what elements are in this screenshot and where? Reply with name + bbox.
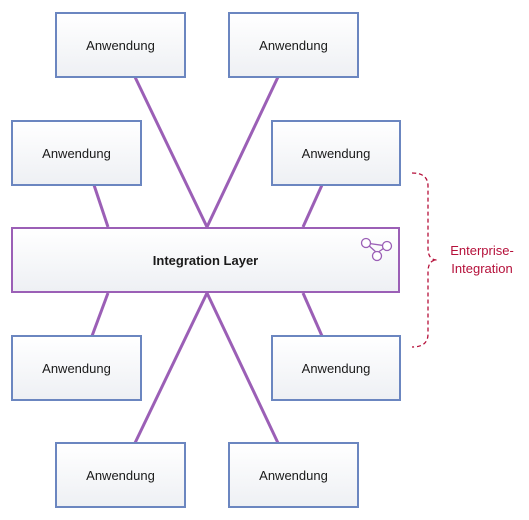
- connector-line: [133, 292, 209, 444]
- enterprise-integration-bracket: [411, 172, 438, 348]
- application-label: Anwendung: [86, 467, 155, 483]
- enterprise-integration-label-line2: Integration: [451, 261, 513, 276]
- application-box: Anwendung: [271, 120, 401, 186]
- application-label: Anwendung: [86, 37, 155, 53]
- integration-layer-label: Integration Layer: [152, 252, 259, 268]
- network-nodes-icon: [360, 237, 393, 262]
- application-box: Anwendung: [11, 120, 142, 186]
- connector-line: [301, 184, 324, 228]
- enterprise-integration-label-line1: Enterprise-: [450, 243, 514, 258]
- application-box: Anwendung: [271, 335, 401, 401]
- application-label: Anwendung: [301, 360, 371, 376]
- connector-line: [301, 292, 324, 337]
- application-box: Anwendung: [228, 12, 359, 78]
- integration-layer-box: Integration Layer: [11, 227, 400, 293]
- application-box: Anwendung: [55, 442, 186, 508]
- connector-line: [133, 76, 209, 228]
- application-label: Anwendung: [42, 360, 111, 376]
- connector-line: [205, 76, 280, 228]
- connector-line: [92, 184, 110, 228]
- application-label: Anwendung: [259, 37, 328, 53]
- connector-line: [90, 292, 110, 337]
- application-box: Anwendung: [11, 335, 142, 401]
- enterprise-integration-label: Enterprise- Integration: [437, 242, 527, 278]
- application-label: Anwendung: [42, 145, 111, 161]
- application-label: Anwendung: [301, 145, 371, 161]
- application-box: Anwendung: [228, 442, 359, 508]
- connector-line: [205, 292, 280, 444]
- application-box: Anwendung: [55, 12, 186, 78]
- application-label: Anwendung: [259, 467, 328, 483]
